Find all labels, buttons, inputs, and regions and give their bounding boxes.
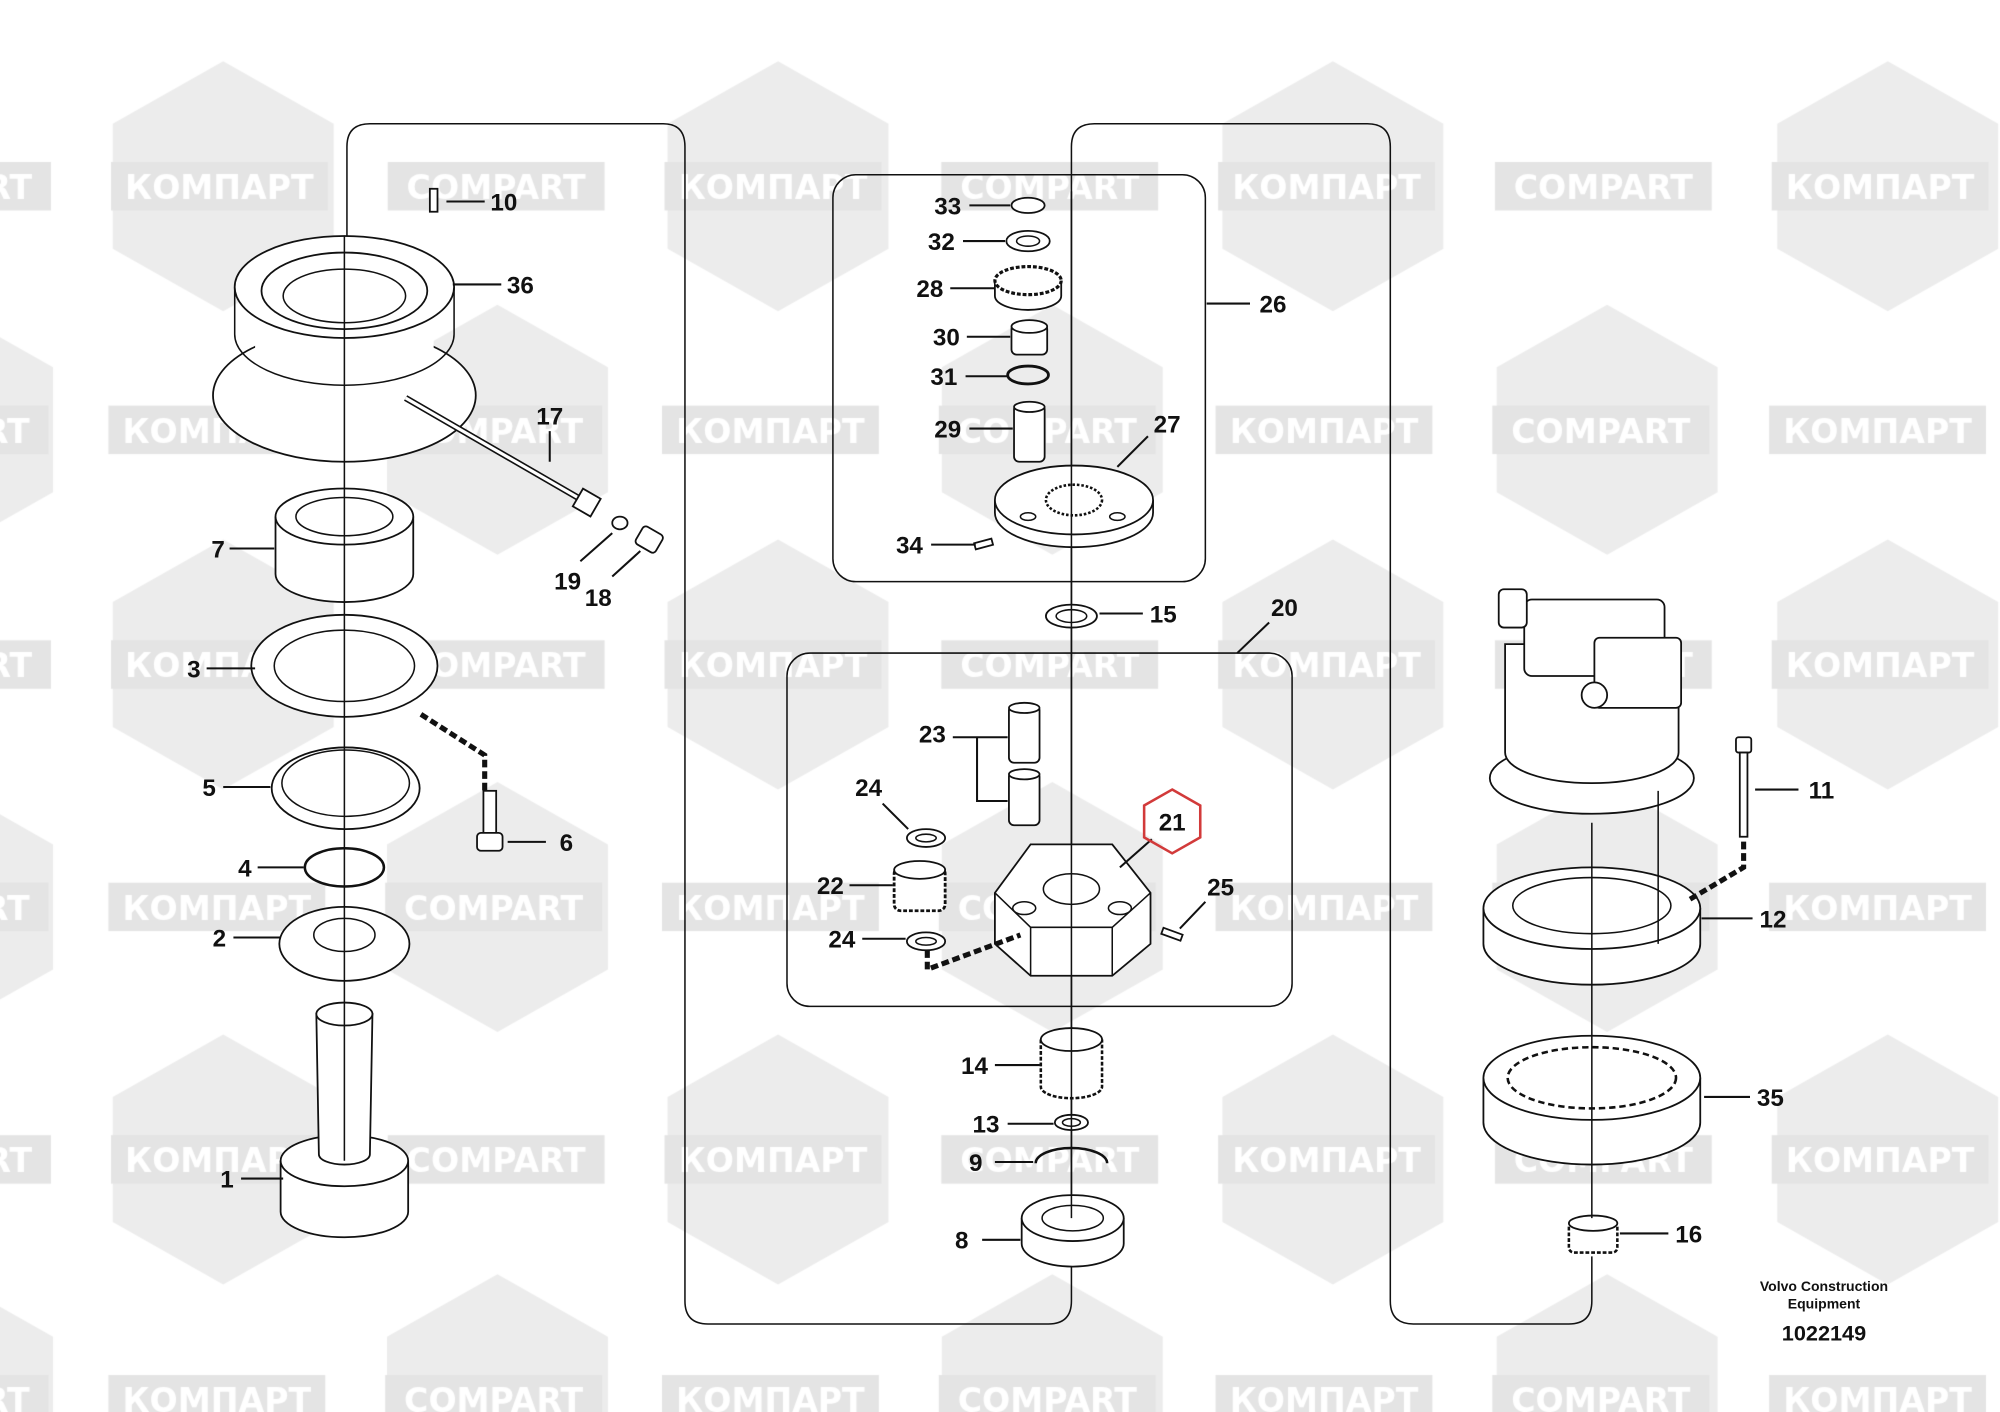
leader-line-23	[952, 736, 1008, 803]
highlight-hexagon-21[interactable]	[1142, 788, 1202, 855]
callout-26[interactable]: 26	[1259, 292, 1286, 319]
part-17-bolt	[404, 395, 602, 518]
callout-17[interactable]: 17	[536, 404, 563, 431]
callout-32[interactable]: 32	[928, 229, 955, 256]
callout-3[interactable]: 3	[187, 656, 200, 683]
callout-8[interactable]: 8	[955, 1228, 968, 1255]
part-6-bolt	[476, 789, 504, 852]
leader-line-27	[1116, 435, 1149, 468]
callout-2[interactable]: 2	[213, 925, 226, 952]
part-33-disc	[1010, 196, 1046, 214]
callout-1[interactable]: 1	[220, 1167, 233, 1194]
callout-28[interactable]: 28	[916, 276, 943, 303]
callout-30[interactable]: 30	[933, 325, 960, 352]
callout-5[interactable]: 5	[202, 775, 215, 802]
leader-lines	[206, 200, 1799, 1241]
callout-21[interactable]: 21	[1159, 809, 1186, 836]
part-31-ring	[1006, 364, 1050, 386]
company-name-line1: Volvo Construction	[1760, 1278, 1888, 1294]
callout-11[interactable]: 11	[1809, 777, 1835, 804]
group-box-26	[832, 173, 1207, 583]
dashed-connector	[419, 712, 488, 791]
callout-24[interactable]: 24	[828, 927, 855, 954]
dashed-connector	[1688, 839, 1747, 902]
part-16-gear	[1567, 1214, 1619, 1254]
part-28-gear	[993, 264, 1063, 311]
part-21-carrier	[994, 843, 1152, 977]
drawing-number: 1022149	[1782, 1321, 1866, 1346]
callout-27[interactable]: 27	[1154, 411, 1181, 438]
callout-22[interactable]: 22	[817, 873, 844, 900]
callout-35[interactable]: 35	[1757, 1085, 1784, 1112]
leader-line-25	[1179, 901, 1207, 930]
part-5-seal	[270, 746, 421, 830]
callout-19[interactable]: 19	[554, 568, 581, 595]
callout-29[interactable]: 29	[934, 417, 961, 444]
callout-24[interactable]: 24	[855, 775, 882, 802]
part-23-pins	[1008, 701, 1041, 827]
leader-line-19	[579, 532, 613, 562]
part-18-plug	[634, 525, 664, 554]
part-19-washer	[611, 515, 629, 531]
leader-line-21	[1119, 838, 1153, 869]
callout-4[interactable]: 4	[238, 855, 252, 882]
callout-6[interactable]: 6	[560, 830, 573, 857]
part-24-washers	[905, 828, 947, 952]
callout-36[interactable]: 36	[507, 272, 534, 299]
part-30-bushing	[1010, 319, 1049, 356]
callout-16[interactable]: 16	[1675, 1221, 1702, 1248]
leader-line-20	[1236, 621, 1270, 654]
company-name-line2: Equipment	[1788, 1296, 1861, 1312]
part-10-pin	[428, 187, 439, 213]
part-11-bolt	[1735, 736, 1753, 838]
callout-25[interactable]: 25	[1207, 874, 1234, 901]
group-box-20	[786, 652, 1293, 1008]
callout-14[interactable]: 14	[961, 1053, 988, 1080]
callout-33[interactable]: 33	[934, 193, 961, 220]
part-22-gear	[892, 860, 947, 913]
part-27-carrier	[994, 464, 1154, 549]
part-25-pin	[1160, 926, 1184, 942]
callout-34[interactable]: 34	[896, 533, 923, 560]
part-29-pin	[1013, 400, 1046, 463]
part-8-bearing	[1020, 1194, 1125, 1268]
callout-31[interactable]: 31	[930, 364, 957, 391]
callout-12[interactable]: 12	[1759, 906, 1786, 933]
part-34-pin	[973, 537, 995, 551]
callout-13[interactable]: 13	[972, 1112, 999, 1139]
callout-7[interactable]: 7	[211, 536, 224, 563]
callout-10[interactable]: 10	[490, 189, 517, 216]
leader-line-24	[881, 802, 909, 830]
part-32-washer	[1005, 229, 1051, 253]
dashed-connector	[924, 932, 1022, 974]
callout-20[interactable]: 20	[1271, 595, 1298, 622]
callout-18[interactable]: 18	[585, 585, 612, 612]
leader-line-18	[611, 550, 641, 578]
assembly-outline	[346, 122, 1593, 1325]
motor-assembly	[1488, 588, 1695, 815]
callout-15[interactable]: 15	[1150, 601, 1177, 628]
callout-9[interactable]: 9	[969, 1150, 982, 1177]
callout-23[interactable]: 23	[919, 721, 946, 748]
